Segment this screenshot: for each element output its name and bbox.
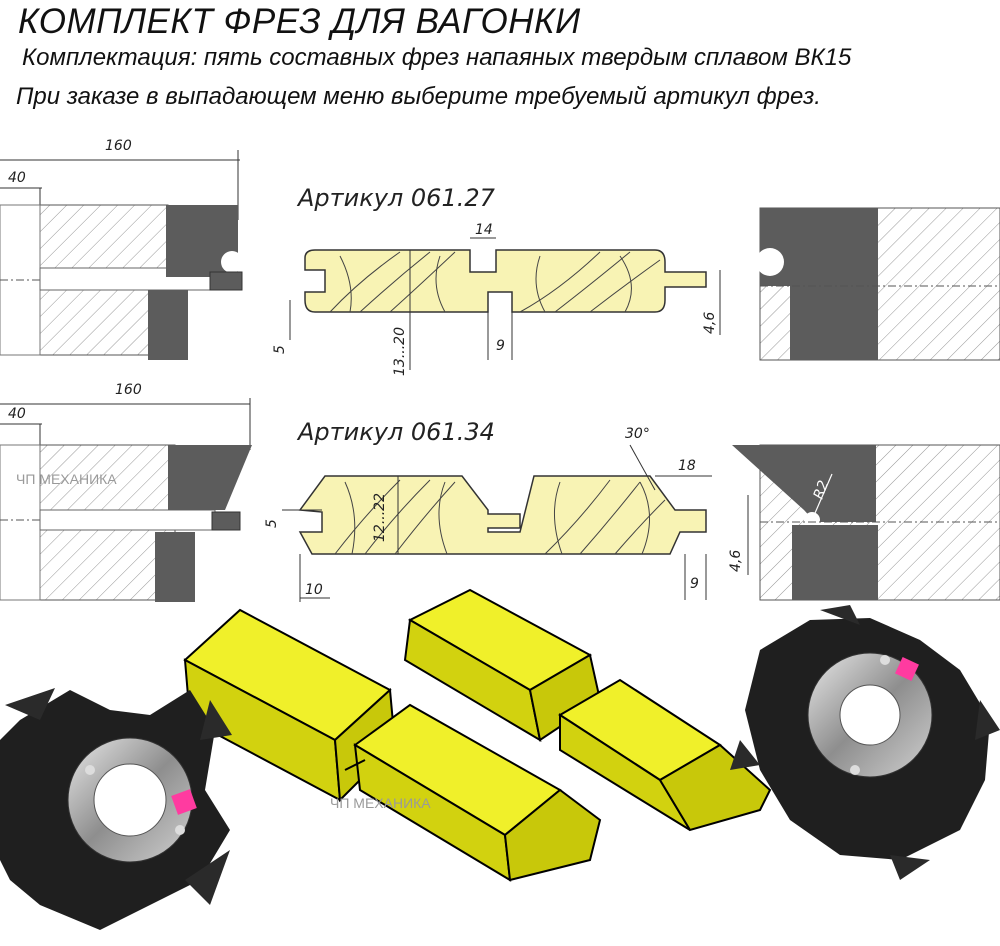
dim-thickness-1: 13...20	[392, 327, 408, 376]
dim-angle-2: 30°	[625, 426, 650, 442]
subtitle-kit: Комплектация: пять составных фрез напаян…	[22, 44, 852, 71]
article-061-34: Артикул 061.34	[296, 418, 495, 446]
dim-left-edge-2: 5	[264, 519, 280, 528]
wood-profile-061-27	[304, 249, 707, 313]
dim-thickness-2: 12...22	[372, 493, 388, 542]
dim-radius-2: R2	[811, 478, 832, 501]
dim-left-total-2: 160	[115, 382, 142, 398]
cutter-photo-right	[730, 605, 1000, 880]
dim-tongue-2: 9	[690, 576, 699, 592]
dim-right-edge-1: 4,6	[702, 312, 718, 334]
watermark-bottom: ЧП МЕХАНИКА	[330, 795, 431, 811]
wood-profile-061-34	[298, 475, 707, 555]
cutter-right-061-27	[756, 207, 1000, 361]
cutter-photo-left	[0, 688, 232, 930]
model-board-061-27	[183, 608, 602, 882]
article-061-27: Артикул 061.27	[296, 184, 496, 212]
cutter-left-061-34	[0, 398, 252, 602]
dim-left-offset-2: 40	[8, 406, 26, 422]
subtitle-order: При заказе в выпадающем меню выберите тр…	[16, 83, 821, 110]
dim-left-total-1: 160	[105, 138, 132, 154]
watermark-top: ЧП МЕХАНИКА	[16, 471, 117, 487]
dim-left-edge-1: 5	[272, 345, 288, 354]
dim-bevel-2: 18	[678, 458, 696, 474]
dim-left-width-2: 10	[305, 582, 323, 598]
dim-tongue-1: 9	[496, 338, 505, 354]
dim-left-offset-1: 40	[8, 170, 26, 186]
cutter-right-061-34	[732, 444, 1000, 601]
dim-groove-1: 14	[475, 222, 493, 238]
page-title: КОМПЛЕКТ ФРЕЗ ДЛЯ ВАГОНКИ	[18, 2, 581, 41]
cutter-left-061-27	[0, 150, 243, 360]
dim-right-edge-2: 4,6	[728, 550, 744, 572]
